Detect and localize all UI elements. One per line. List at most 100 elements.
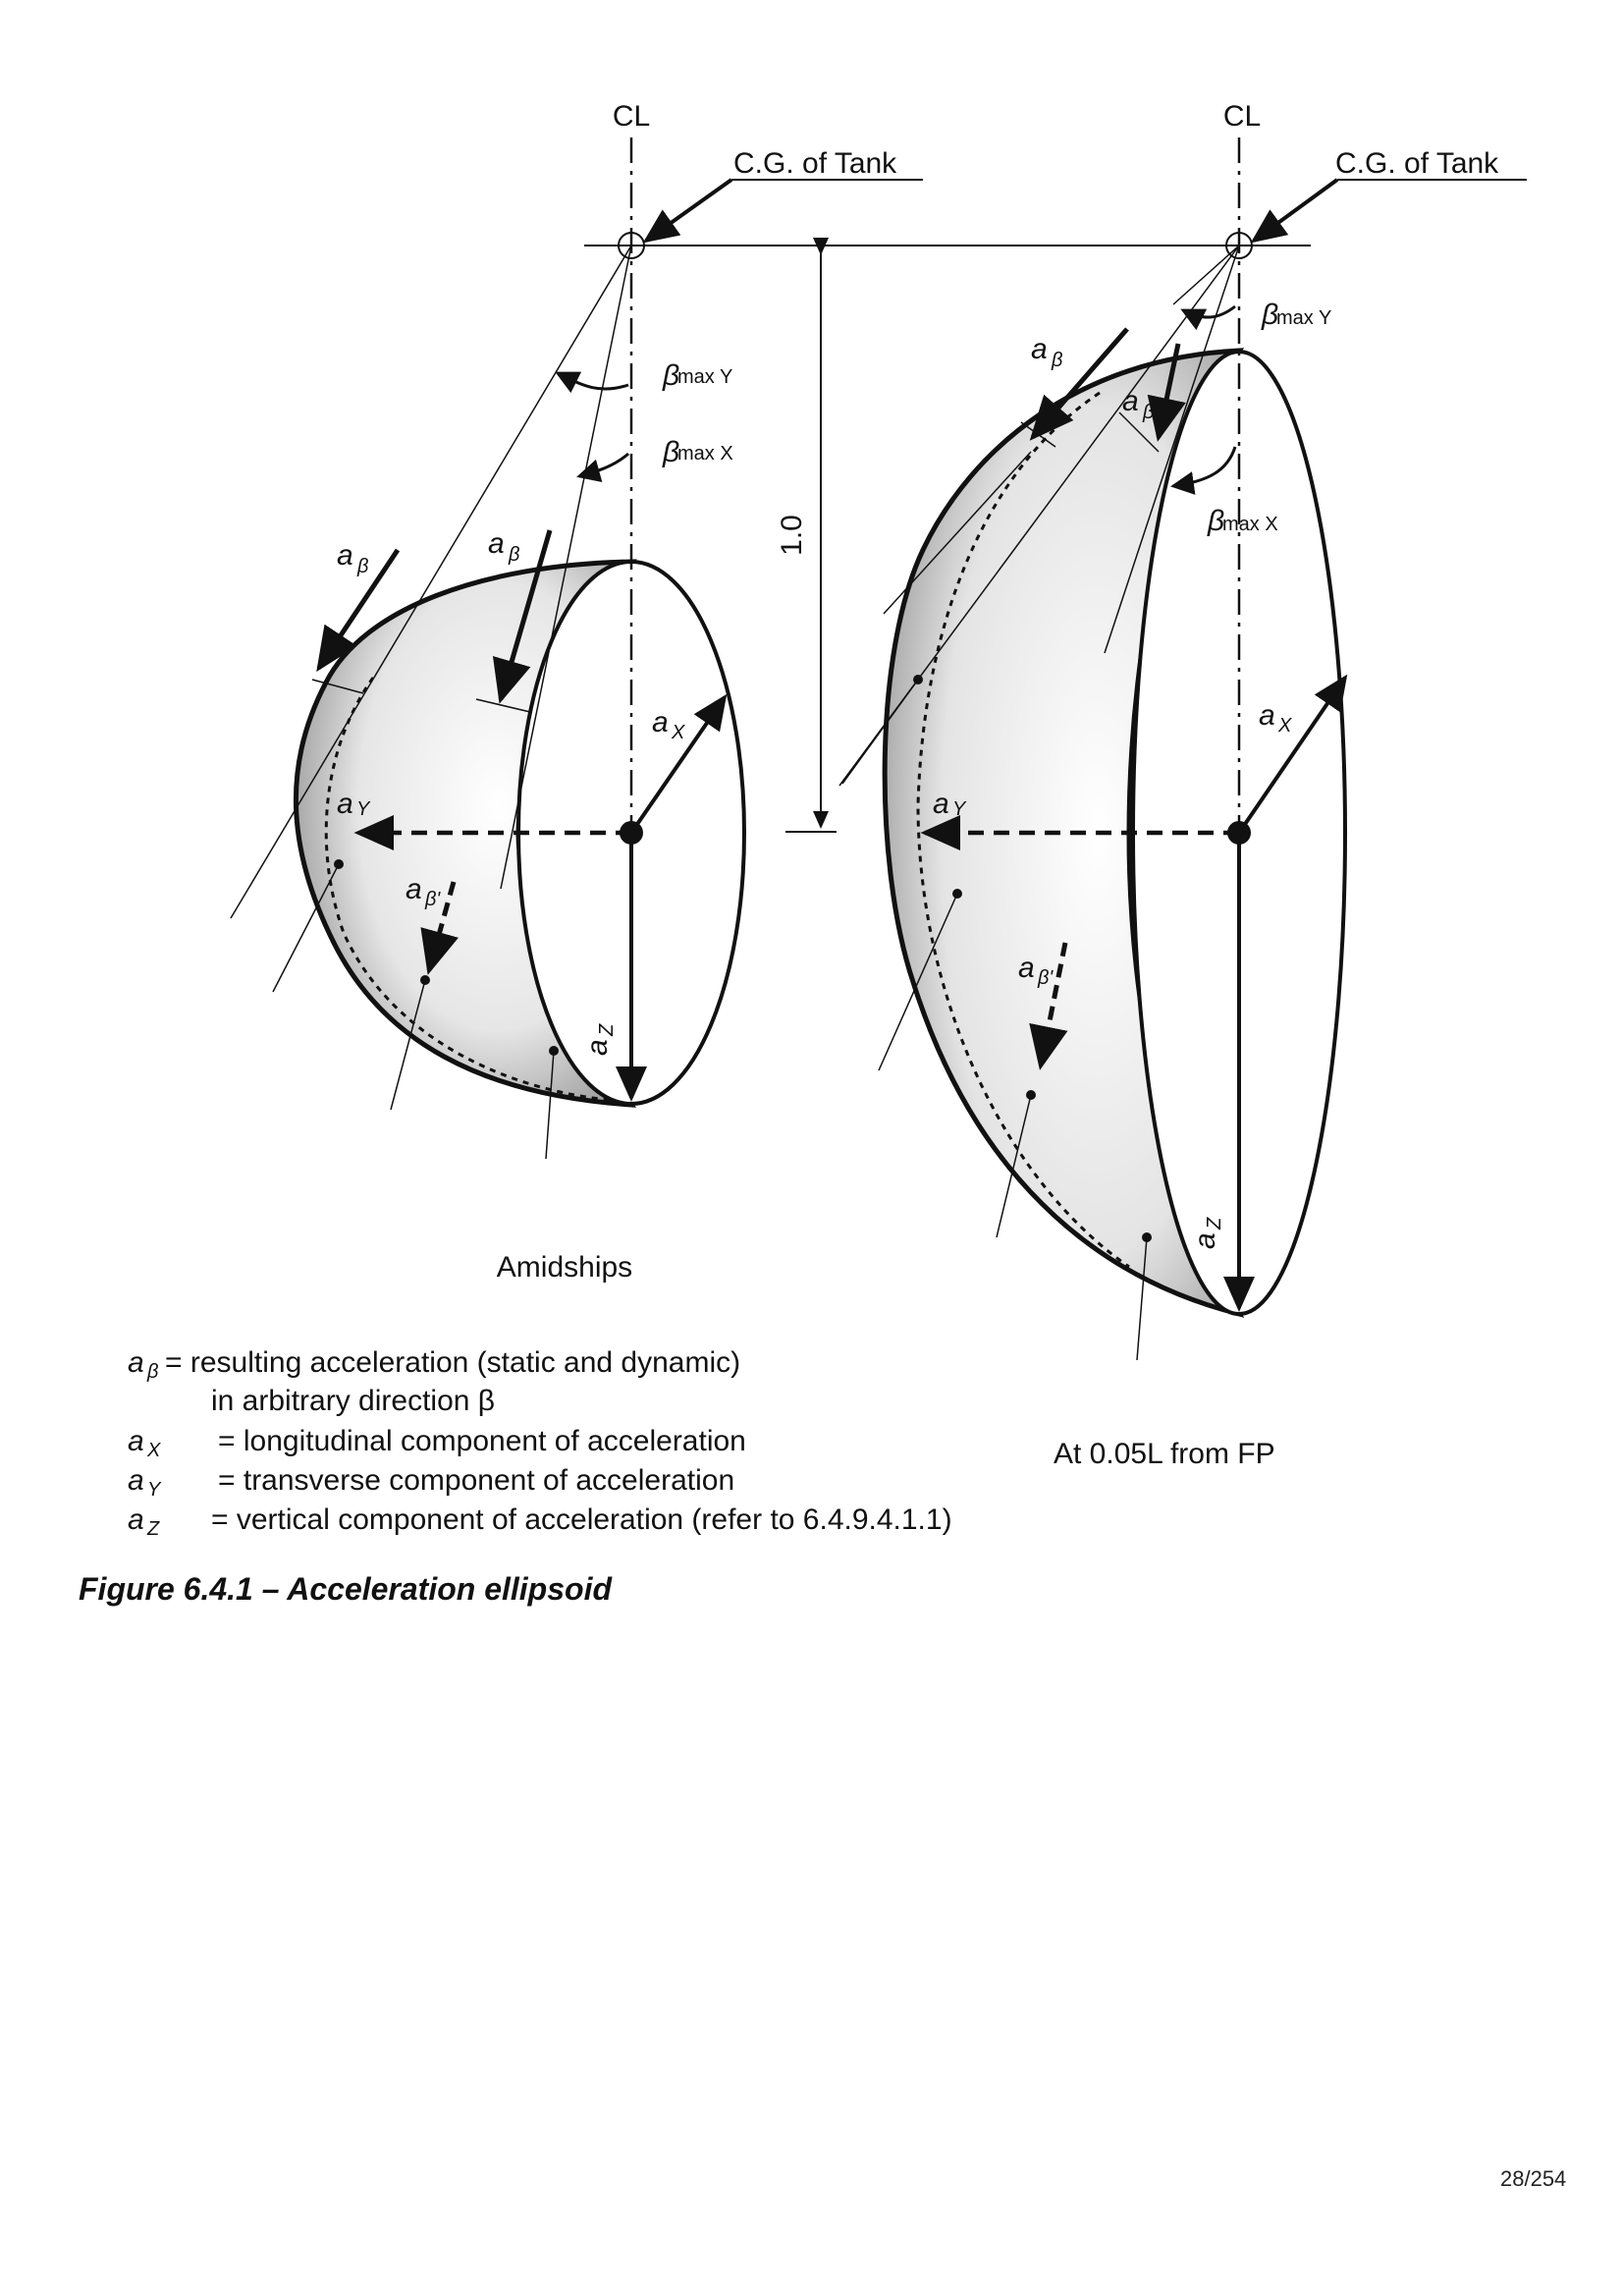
right-tangent-1 [883,451,1032,615]
svg-text:a: a [128,1464,144,1497]
right-beta-arc-x [1170,446,1237,495]
svg-text:max Y: max Y [1276,307,1331,329]
left-ax-label: a X [652,706,685,743]
left-a-beta-prime-label: a β' [406,873,441,910]
legend-row-arbitrary: in arbitrary direction β [211,1385,495,1417]
svg-text:Z: Z [596,1023,618,1037]
svg-text:β: β [1261,299,1278,331]
svg-text:β: β [1142,402,1154,423]
svg-text:max X: max X [1222,514,1278,535]
page-number: 28/254 [1500,2166,1567,2191]
legend-row-az: a Z = vertical component of acceleration… [128,1503,952,1540]
left-cg-arrow [642,178,733,244]
left-a-beta-arrow-2 [492,529,553,704]
right-dot-2 [952,889,962,899]
left-a-beta-label-1: a β [337,539,368,577]
right-ray-3 [1172,245,1240,305]
left-beta-arc-x [576,452,629,482]
right-a-beta-label-1: a β [1031,333,1062,371]
right-cg-marker [1225,232,1253,259]
svg-text:a: a [933,788,949,820]
svg-text:a: a [337,539,353,572]
right-origin [1227,821,1251,845]
right-cg-label: C.G. of Tank [1335,147,1499,180]
left-dotted-contour [324,677,610,1102]
svg-text:β: β [1207,505,1224,537]
svg-text:a: a [652,706,669,738]
left-cg-marker [618,232,645,259]
left-leader-2 [390,979,426,1111]
svg-text:a: a [488,527,505,560]
svg-text:a: a [128,1503,144,1536]
right-beta-max-x-label: β max X [1207,505,1278,537]
fp-caption: At 0.05L from FP [1054,1438,1275,1470]
svg-text:= longitudinal component of ac: = longitudinal component of acceleration [218,1425,746,1457]
dimension-value: 1.0 [776,515,808,556]
right-a-beta-arrow-2 [1147,343,1186,442]
right-leader-1 [841,679,919,785]
svg-text:β': β' [424,889,441,910]
left-beta-max-x-label: β max X [662,436,733,468]
left-a-beta-label-2: a β [488,527,519,566]
left-origin [620,821,643,845]
right-a-beta-label-2: a β [1122,385,1154,423]
legend-row-ay: a Y = transverse component of accelerati… [128,1464,734,1501]
svg-text:= resulting acceleration (s: = resulting acceleration (static and dyn… [165,1346,740,1379]
right-cl-label: CL [1223,100,1261,133]
left-dot-1 [334,859,344,869]
svg-text:a: a [337,788,353,820]
right-cg-arrow [1250,178,1339,244]
svg-text:β: β [146,1361,158,1383]
legend: a β = resulting acceleration (static and… [128,1346,952,1540]
svg-text:β: β [508,544,519,566]
left-tangent-2 [475,698,531,713]
svg-text:X: X [146,1440,161,1461]
acceleration-ellipsoid-figure: 1.0 CL C.G. of Tank β max [128,100,1527,1540]
right-ray-2 [1104,245,1240,654]
svg-text:Y: Y [356,798,371,820]
amidships-caption: Amidships [497,1251,632,1284]
left-ax-arrow [629,693,728,835]
right-dot-3 [1026,1090,1036,1100]
left-leader-3 [545,1050,555,1160]
svg-text:max Y: max Y [677,366,732,388]
svg-text:a: a [128,1425,144,1457]
left-dot-2 [420,975,430,985]
svg-text:β: β [662,436,679,468]
left-dot-3 [549,1046,559,1056]
right-leader-3 [996,1094,1032,1238]
svg-text:Z: Z [1204,1217,1225,1230]
svg-text:β: β [662,359,679,392]
left-beta-max-y-label: β max Y [662,359,732,392]
figure-caption: Figure 6.4.1 – Acceleration ellipsoid [79,1571,612,1607]
svg-text:= transverse component of acce: = transverse component of acceleration [218,1464,734,1497]
right-a-beta-arrow-1 [1029,327,1129,441]
svg-text:β': β' [1037,967,1054,989]
right-leader-2 [878,893,958,1071]
left-ay-label: a Y [337,788,371,820]
svg-text:X: X [671,722,685,743]
legend-row-ax: a X = longitudinal component of accelera… [128,1425,746,1461]
svg-text:a: a [1259,699,1275,732]
amidships-ellipsoid [230,137,923,1160]
left-tangent-1 [311,679,364,694]
right-ax-arrow [1237,674,1348,835]
svg-text:Z: Z [146,1518,160,1540]
svg-text:β: β [356,556,368,577]
svg-text:= vertical component of accele: = vertical component of acceleration (re… [211,1503,952,1536]
svg-text:a: a [1018,952,1035,984]
left-ray-2 [500,245,632,890]
right-tangent-3 [1118,411,1160,453]
right-a-beta-prime-label: a β' [1018,952,1054,989]
svg-text:Y: Y [952,798,967,820]
left-leader-1 [272,863,340,993]
svg-text:a: a [581,1039,614,1056]
right-beta-arc-y [1180,304,1236,331]
svg-text:a: a [128,1346,144,1379]
right-beta-max-y-label: β max Y [1261,299,1331,331]
svg-text:Y: Y [147,1479,162,1501]
left-a-beta-prime-arrow [420,881,459,975]
right-az-label: a Z [1189,1217,1225,1249]
svg-text:in arbitrary direction β: in arbitrary direction β [211,1385,495,1417]
fp-ellipsoid [838,137,1527,1361]
